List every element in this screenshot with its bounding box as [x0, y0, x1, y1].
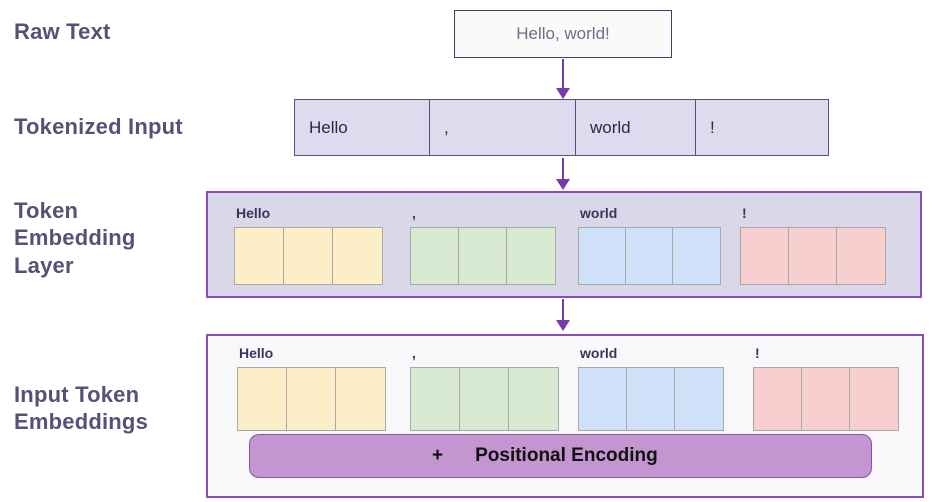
embedding-group-label: Hello: [236, 205, 271, 221]
token-cell-text: ,: [444, 117, 449, 137]
embedding-vector: [410, 367, 559, 431]
embedding-vector: [578, 367, 724, 431]
embedding-cell: [284, 228, 333, 284]
embedding-cell: [579, 368, 627, 430]
embedding-cell: [626, 228, 673, 284]
arrow-down-icon: [556, 299, 570, 331]
embedding-cell: [850, 368, 898, 430]
token-cell: Hello: [295, 100, 430, 155]
embedding-group-label: world: [580, 205, 618, 221]
raw-text-box: Hello, world!: [454, 10, 672, 58]
embedding-cell: [411, 228, 459, 284]
token-cell: world: [576, 100, 696, 155]
embedding-cell: [459, 228, 507, 284]
embedding-cell: [336, 368, 385, 430]
embedding-cell: [238, 368, 287, 430]
embedding-cell: [509, 368, 558, 430]
token-cell: ,: [430, 100, 576, 155]
embedding-vector: [753, 367, 899, 431]
embedding-cell: [579, 228, 626, 284]
embedding-vector: [237, 367, 386, 431]
embedding-cell: [411, 368, 460, 430]
token-cell-text: world: [590, 117, 631, 137]
arrow-head: [556, 179, 570, 190]
token-cell-text: Hello: [309, 117, 348, 137]
embedding-cell: [333, 228, 382, 284]
embedding-cell: [287, 368, 336, 430]
row-label-token-embedding-layer: Token Embedding Layer: [14, 198, 136, 278]
arrow-head: [556, 88, 570, 99]
embedding-group-label: ,: [412, 205, 416, 221]
embedding-cell: [837, 228, 885, 284]
arrow-head: [556, 320, 570, 331]
row-label-raw-text: Raw Text: [14, 19, 111, 44]
arrow-shaft: [562, 158, 564, 180]
row-label-input-token-embeddings: Input Token Embeddings: [14, 382, 149, 435]
embedding-cell: [673, 228, 720, 284]
embedding-cell: [741, 228, 789, 284]
positional-encoding-label: Positional Encoding: [475, 445, 658, 466]
arrow-shaft: [562, 59, 564, 89]
tokenized-input-strip: Hello, world!: [294, 99, 829, 156]
embedding-cell: [675, 368, 723, 430]
raw-text-value: Hello, world!: [516, 24, 610, 43]
embedding-cell: [627, 368, 675, 430]
embedding-group-label: !: [742, 205, 747, 221]
embedding-cell: [802, 368, 850, 430]
arrow-shaft: [562, 299, 564, 321]
embedding-cell: [507, 228, 555, 284]
input-token-embeddings-panel: + Positional Encoding Hello, world!: [206, 334, 924, 498]
embedding-cell: [789, 228, 837, 284]
embedding-cell: [235, 228, 284, 284]
arrow-down-icon: [556, 59, 570, 99]
embedding-group-label: ,: [412, 345, 416, 361]
row-label-tokenized-input: Tokenized Input: [14, 114, 183, 139]
embedding-vector: [578, 227, 721, 285]
positional-encoding-bar: + Positional Encoding: [249, 434, 872, 478]
embedding-group-label: Hello: [239, 345, 274, 361]
token-cell-text: !: [710, 117, 715, 137]
embedding-group-label: !: [755, 345, 760, 361]
arrow-down-icon: [556, 158, 570, 190]
embedding-cell: [754, 368, 802, 430]
embedding-cell: [460, 368, 509, 430]
embedding-vector: [740, 227, 886, 285]
plus-sign: +: [432, 445, 444, 466]
embedding-vector: [234, 227, 383, 285]
token-cell: !: [696, 100, 828, 155]
token-embedding-layer-panel: Hello, world!: [206, 191, 922, 298]
embedding-vector: [410, 227, 556, 285]
embedding-group-label: world: [580, 345, 618, 361]
